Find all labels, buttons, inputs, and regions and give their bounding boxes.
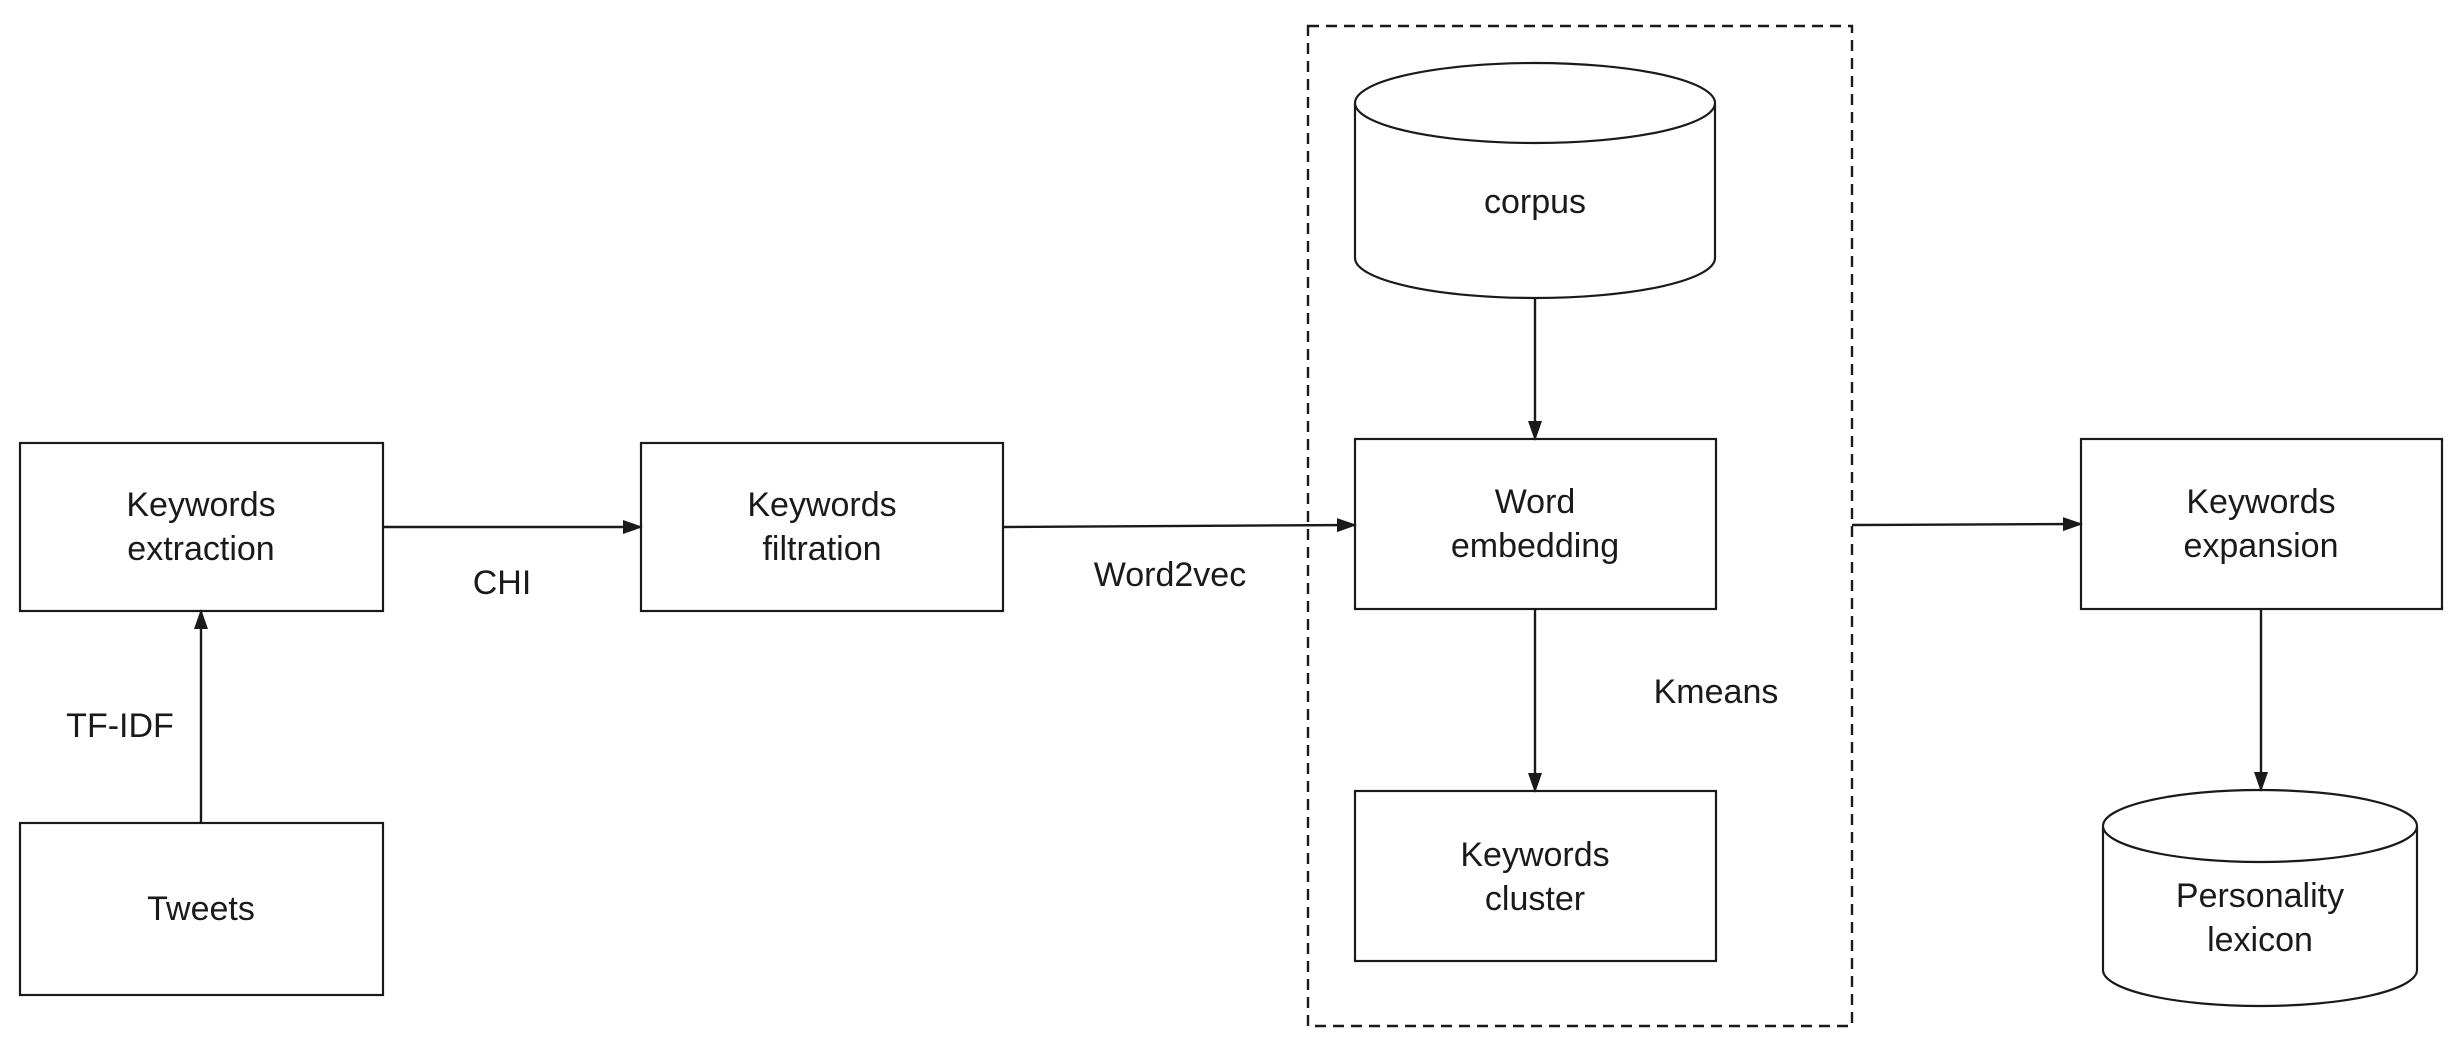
keywords-filtration-line-1: Keywords — [747, 486, 896, 524]
arrow-group-to-expansion — [1851, 517, 2083, 532]
edge-label-kmeans: Kmeans — [1654, 673, 1779, 711]
keywords-extraction-line-2: extraction — [127, 530, 274, 568]
keywords-cluster-node: Keywords cluster — [1353, 789, 1718, 963]
keywords-filtration-node: Keywords filtration — [639, 441, 1005, 613]
tweets-label: Tweets — [147, 890, 255, 928]
corpus-database-node: corpus — [1353, 61, 1717, 300]
keywords-expansion-line-2: expansion — [2183, 527, 2338, 565]
embedding-group-frame — [1306, 24, 1854, 1028]
keywords-extraction-line-1: Keywords — [126, 486, 275, 524]
keywords-cluster-line-1: Keywords — [1460, 836, 1609, 874]
personality-lexicon-database-node: Personality lexicon — [2101, 788, 2419, 1008]
keywords-extraction-node: Keywords extraction — [18, 441, 385, 613]
keywords-filtration-line-2: filtration — [762, 530, 881, 568]
keywords-cluster-line-2: cluster — [1485, 880, 1585, 918]
tweets-node: Tweets — [18, 821, 385, 997]
word-embedding-node: Word embedding — [1353, 437, 1718, 611]
keywords-expansion-line-1: Keywords — [2186, 483, 2335, 521]
arrow-filtration-to-embedding — [1002, 518, 1357, 533]
word-embedding-line-2: embedding — [1451, 527, 1619, 565]
edge-label-word2vec: Word2vec — [1094, 556, 1246, 594]
keywords-expansion-node: Keywords expansion — [2079, 437, 2444, 611]
edge-label-tfidf: TF-IDF — [66, 707, 174, 745]
word-embedding-line-1: Word — [1495, 483, 1576, 521]
edge-label-chi: CHI — [473, 564, 532, 602]
personality-lexicon-line-2: lexicon — [2207, 921, 2313, 959]
personality-lexicon-line-1: Personality — [2176, 877, 2344, 915]
corpus-label: corpus — [1484, 183, 1586, 221]
